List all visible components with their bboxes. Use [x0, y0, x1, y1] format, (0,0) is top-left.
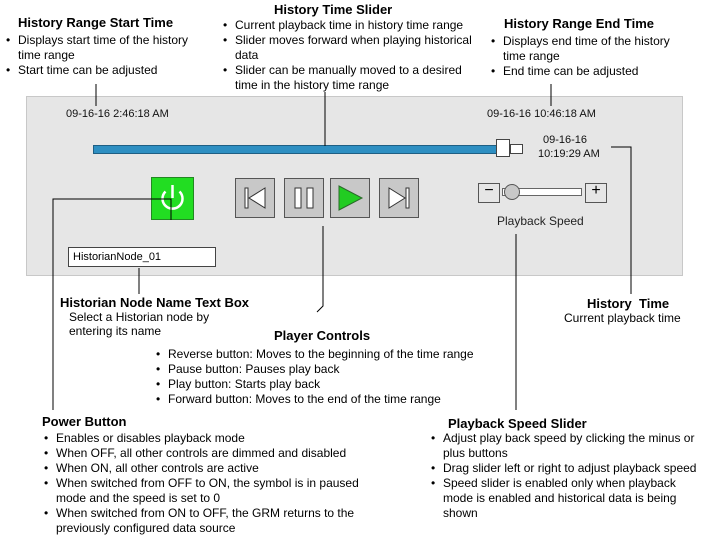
play-icon: [338, 185, 364, 211]
range-end-time[interactable]: 09-16-16 10:46:18 AM: [487, 108, 596, 120]
list-item: Reverse button: Moves to the beginning o…: [156, 347, 516, 362]
power-icon: [161, 185, 184, 210]
node-name-title: Historian Node Name Text Box: [60, 295, 250, 310]
range-end-title: History Range End Time: [504, 16, 655, 31]
speed-slider-bullets: Adjust play back speed by clicking the m…: [431, 431, 709, 521]
list-item: Start time can be adjusted: [6, 63, 206, 78]
reverse-button[interactable]: [235, 178, 275, 218]
player-controls-bullets: Reverse button: Moves to the beginning o…: [156, 347, 516, 407]
node-name-desc-line-1: Select a Historian node by: [69, 310, 210, 324]
list-item: Pause button: Pauses play back: [156, 362, 516, 377]
list-item: Displays start time of the history time …: [6, 33, 206, 63]
plus-icon: +: [591, 182, 601, 199]
list-item: When switched from OFF to ON, the symbol…: [44, 476, 359, 506]
list-item: Current playback time in history time ra…: [223, 18, 473, 33]
range-start-title: History Range Start Time: [18, 15, 174, 30]
historian-node-name-input[interactable]: [68, 247, 216, 267]
current-history-clock: 10:19:29 AM: [538, 148, 600, 160]
pause-button[interactable]: [284, 178, 324, 218]
history-time-slider-track[interactable]: [93, 145, 498, 154]
current-history-date: 09-16-16: [543, 134, 588, 146]
power-button[interactable]: [151, 177, 194, 220]
history-time-slider-thumb-tab[interactable]: [510, 144, 523, 154]
list-item: Displays end time of the history time ra…: [491, 34, 691, 64]
speed-slider-title: Playback Speed Slider: [448, 416, 587, 431]
list-item: Adjust play back speed by clicking the m…: [431, 431, 709, 461]
playback-speed-slider-track[interactable]: [502, 188, 582, 196]
list-item: End time can be adjusted: [491, 64, 691, 79]
list-item: When ON, all other controls are active: [44, 461, 359, 476]
list-item: Drag slider left or right to adjust play…: [431, 461, 709, 476]
list-item: Speed slider is enabled only when playba…: [431, 476, 709, 521]
speed-minus-button[interactable]: −: [478, 182, 500, 203]
range-start-bullets: Displays start time of the history time …: [6, 33, 206, 78]
pause-icon: [294, 187, 314, 209]
power-button-title: Power Button: [42, 414, 127, 429]
history-time-desc: Current playback time: [564, 311, 681, 325]
time-slider-title: History Time Slider: [274, 2, 393, 17]
player-controls-title: Player Controls: [274, 328, 371, 343]
range-end-bullets: Displays end time of the history time ra…: [491, 34, 691, 79]
range-start-time[interactable]: 09-16-16 2:46:18 AM: [66, 108, 169, 120]
list-item: Forward button: Moves to the end of the …: [156, 392, 516, 407]
list-item: Slider moves forward when playing histor…: [223, 33, 473, 63]
list-item: Play button: Starts play back: [156, 377, 516, 392]
speed-plus-button[interactable]: +: [585, 182, 607, 203]
playback-speed-slider-thumb[interactable]: [504, 184, 520, 200]
forward-button[interactable]: [379, 178, 419, 218]
list-item: Enables or disables playback mode: [44, 431, 359, 446]
playback-speed-label: Playback Speed: [497, 214, 584, 228]
list-item: When OFF, all other controls are dimmed …: [44, 446, 359, 461]
history-time-title: History Time: [587, 296, 670, 311]
power-button-bullets: Enables or disables playback mode When O…: [44, 431, 359, 536]
node-name-desc-line-2: entering its name: [69, 324, 162, 338]
play-button[interactable]: [330, 178, 370, 218]
time-slider-bullets: Current playback time in history time ra…: [223, 18, 473, 93]
history-time-slider-thumb[interactable]: [496, 139, 510, 157]
skip-forward-icon: [388, 187, 410, 209]
list-item: Slider can be manually moved to a desire…: [223, 63, 473, 93]
list-item: When switched from ON to OFF, the GRM re…: [44, 506, 359, 536]
minus-icon: −: [484, 182, 494, 199]
skip-back-icon: [244, 187, 266, 209]
